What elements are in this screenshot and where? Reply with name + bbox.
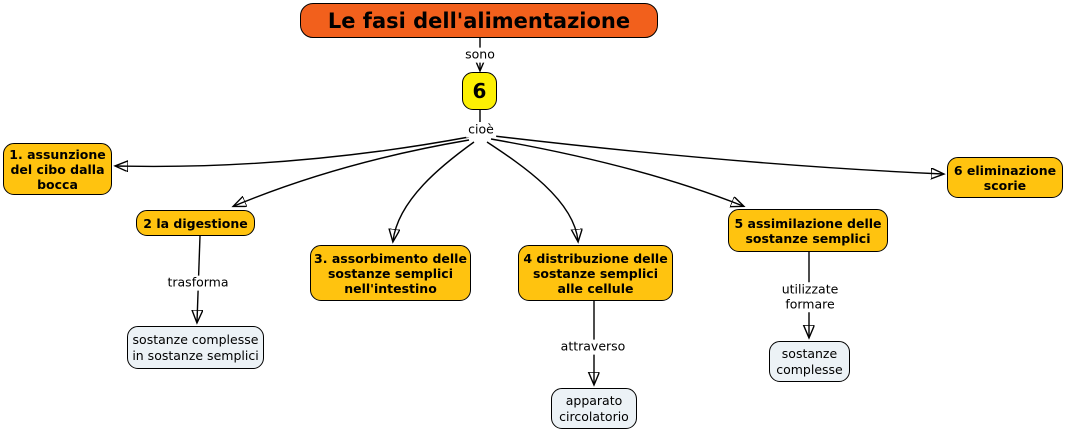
edge-label-sono: sono <box>463 46 497 63</box>
phase-node-1-assunzione: 1. assunzione del cibo dalla bocca <box>3 143 112 195</box>
edge-cioe-to-phase-3 <box>393 141 475 241</box>
edge-cioe-to-phase-4 <box>486 141 578 241</box>
title-node: Le fasi dell'alimentazione <box>300 3 658 38</box>
phase-node-4-distribuzione: 4 distribuzione delle sostanze semplici … <box>518 245 673 301</box>
edge-cioe-to-phase-5 <box>490 138 743 206</box>
edge-cioe-to-phase-1 <box>116 136 470 166</box>
phase-node-5-assimilazione: 5 assimilazione delle sostanze semplici <box>728 209 888 252</box>
edge-label-attraverso: attraverso <box>558 338 628 355</box>
edge-label-utilizzate-formare: utilizzate formare <box>779 281 841 312</box>
phase-node-6-eliminazione: 6 eliminazione scorie <box>947 157 1063 198</box>
detail-node-sostanze-complesse: sostanze complesse <box>769 341 850 382</box>
detail-node-sostanze-complesse-in-semplici: sostanze complesse in sostanze semplici <box>127 326 264 369</box>
detail-node-apparato-circolatorio: apparato circolatorio <box>551 388 637 429</box>
phase-node-3-assorbimento: 3. assorbimento delle sostanze semplici … <box>310 245 471 301</box>
edge-cioe-to-phase-2 <box>234 139 470 206</box>
edge-cioe-to-phase-6 <box>493 135 943 174</box>
count-node: 6 <box>462 72 497 110</box>
edge-label-cioe: cioè <box>466 121 496 138</box>
edge-label-trasforma: trasforma <box>165 274 231 291</box>
phase-node-2-digestione: 2 la digestione <box>136 210 255 236</box>
